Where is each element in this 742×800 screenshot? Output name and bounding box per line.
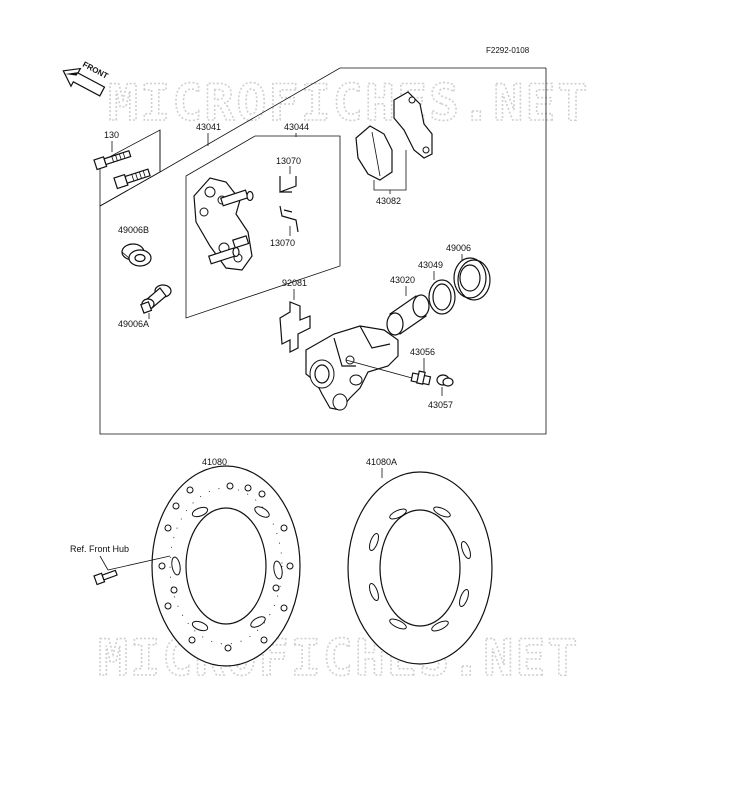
pin-49006A-icon (140, 284, 172, 314)
clip-13070-lower-icon (279, 205, 299, 233)
label-41080: 41080 (202, 457, 227, 467)
bleeder-valve-43056-icon (410, 370, 432, 386)
label-43044: 43044 (284, 122, 309, 132)
bracket-subassembly-outline (185, 135, 341, 319)
clip-13070-upper-icon (279, 176, 297, 193)
caliper-body-icon (305, 325, 399, 411)
label-130: 130 (104, 130, 119, 140)
label-43082: 43082 (376, 196, 401, 206)
figure-id: F2292-0108 (486, 46, 530, 55)
label-43020: 43020 (390, 275, 415, 285)
bleeder-cap-43057-icon (436, 374, 454, 387)
label-43049: 43049 (418, 260, 443, 270)
label-13070-lower: 13070 (270, 238, 295, 248)
watermark-top: MICROFICHES.NET (108, 74, 590, 132)
brake-disc-41080-icon (151, 465, 301, 667)
label-ref-front-hub: Ref. Front Hub (70, 544, 129, 554)
label-49006A: 49006A (118, 319, 149, 329)
disc-screw-icon (93, 569, 118, 586)
caliper-bracket-43041-icon (193, 177, 254, 271)
label-49006B: 49006B (118, 225, 149, 235)
label-92081: 92081 (282, 278, 307, 288)
piston-43020-icon (386, 294, 430, 336)
bolt-130-icon (93, 150, 151, 190)
label-41080A: 41080A (366, 457, 397, 467)
front-arrow-icon (62, 67, 106, 97)
label-49006: 49006 (446, 243, 471, 253)
label-13070-upper: 13070 (276, 156, 301, 166)
label-43041: 43041 (196, 122, 221, 132)
watermark-bottom: MICROFICHES.NET (98, 629, 580, 687)
rubber-cap-49006B-icon (121, 243, 152, 267)
pad-spring-92081-icon (279, 301, 311, 353)
piston-seal-43049-icon (428, 279, 456, 315)
label-43056: 43056 (410, 347, 435, 357)
brake-pads-43082-icon (355, 91, 433, 181)
label-43057: 43057 (428, 400, 453, 410)
dust-seal-49006-icon (453, 257, 491, 301)
brake-disc-41080A-icon (347, 471, 493, 665)
